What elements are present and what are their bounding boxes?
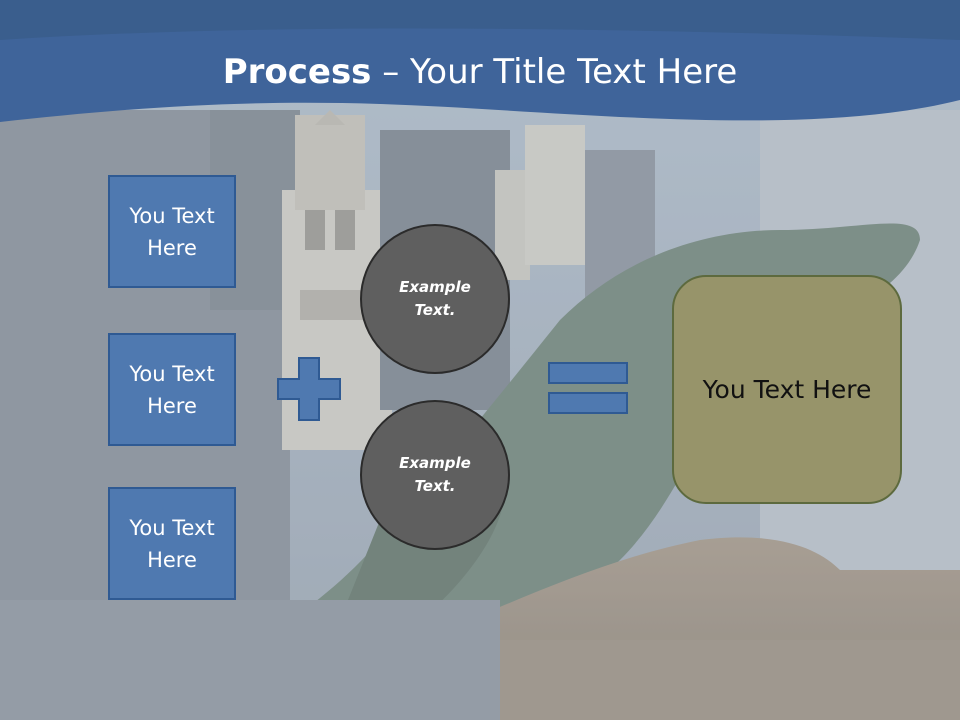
text-box-3-label: You Text Here: [129, 515, 215, 572]
title-banner: [0, 0, 960, 122]
result-box-label: You Text Here: [702, 375, 872, 404]
example-circle-1[interactable]: Example Text.: [360, 224, 510, 374]
title-rest: – Your Title Text Here: [371, 52, 738, 92]
text-box-2[interactable]: You Text Here: [108, 333, 236, 446]
title-bold: Process: [222, 52, 372, 92]
text-box-2-label: You Text Here: [129, 361, 215, 418]
example-circle-1-label: Example Text.: [399, 278, 471, 319]
text-box-1-label: You Text Here: [129, 203, 215, 260]
slide-title: Process – Your Title Text Here: [0, 52, 960, 92]
text-box-3[interactable]: You Text Here: [108, 487, 236, 600]
result-box[interactable]: You Text Here: [672, 275, 902, 504]
equals-icon: [548, 362, 628, 414]
text-box-1[interactable]: You Text Here: [108, 175, 236, 288]
example-circle-2-label: Example Text.: [399, 454, 471, 495]
plus-icon: [277, 357, 341, 421]
example-circle-2[interactable]: Example Text.: [360, 400, 510, 550]
